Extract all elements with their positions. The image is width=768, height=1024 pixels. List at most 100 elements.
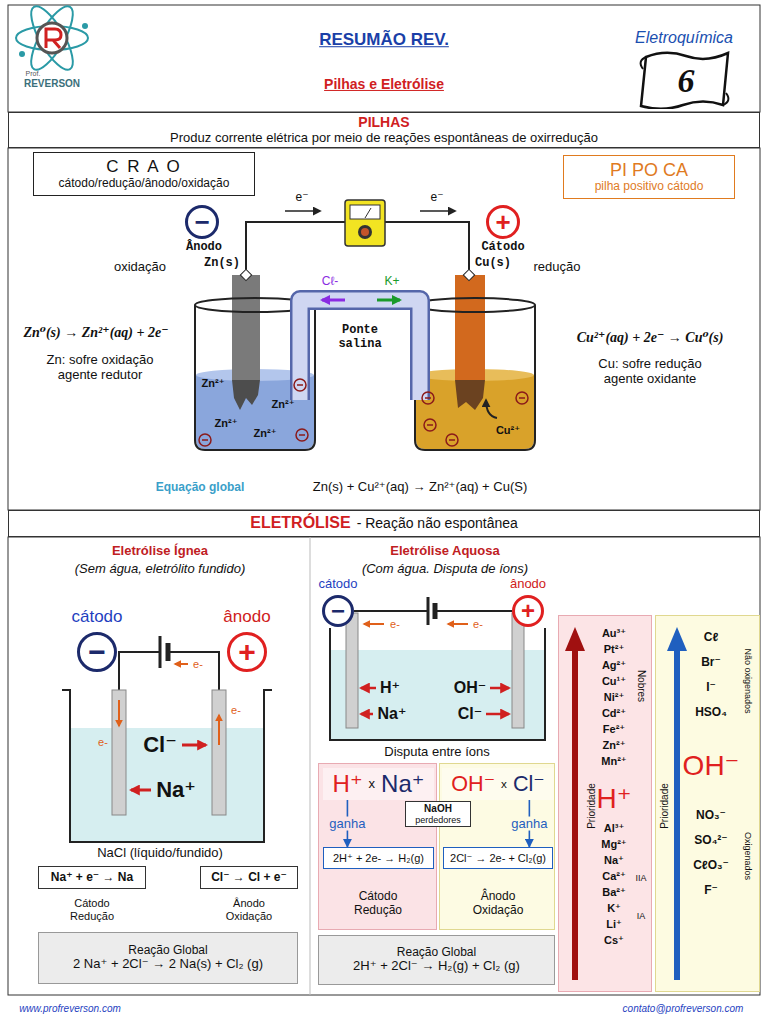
electrode-label: cátodo — [318, 577, 357, 592]
node-subtext: 6 — [678, 61, 695, 100]
cathode-pole: − — [77, 632, 117, 672]
node-subtext: Não oxigenados — [743, 648, 753, 713]
logo-mark — [82, 23, 88, 29]
section-frame — [8, 5, 760, 112]
node-subtext: Al³⁺ — [604, 822, 624, 835]
node-text: Reação Global — [128, 944, 207, 958]
note: Zn: sofre oxidação agente redutor — [30, 353, 170, 383]
node-text: Cátodo Redução — [348, 890, 408, 918]
note: Cu: sofre redução agente oxidante — [580, 357, 720, 387]
battery — [166, 643, 171, 661]
node-subtext: Cl⁻ — [513, 772, 545, 797]
ion-migration-arrow — [361, 713, 373, 716]
electrode-label: Cátodo — [481, 241, 524, 255]
ion-flow-label: Cℓ- — [322, 275, 339, 289]
electrode-caption: Cátodo Redução — [61, 897, 123, 922]
inert-electrode — [346, 613, 358, 728]
node-text: Reação Global — [397, 946, 476, 960]
node-text: OH⁻ — [451, 772, 495, 797]
logo-mark — [24, 1, 81, 75]
external-wire — [168, 652, 219, 690]
node-subtext: Cd²⁺ — [602, 707, 626, 720]
node-subtext: IA — [637, 911, 646, 921]
section-heading: Eletrólise Ígnea — [112, 544, 208, 559]
electron-arrow — [218, 715, 220, 745]
salt-bridge — [377, 299, 400, 302]
node-subtext: F⁻ — [704, 884, 718, 898]
node-subtext: K⁺ — [607, 902, 621, 915]
battery — [159, 636, 162, 668]
section-note: (Sem água, eletrólito fundido) — [75, 562, 246, 577]
electron-arrow — [118, 700, 120, 726]
panel-fill — [318, 763, 555, 930]
ion-migration-arrow — [182, 744, 206, 747]
section-note: Disputa entre íons — [384, 745, 490, 760]
beaker-liquid — [416, 375, 534, 449]
voltmeter — [345, 200, 385, 246]
electron-label: e- — [231, 704, 241, 717]
negative-charge — [516, 392, 528, 404]
node-subtext: Li⁺ — [606, 918, 622, 931]
logo-mark — [24, 1, 81, 75]
electrode-caption: Ânodo Oxidação — [218, 897, 280, 922]
node-subtext: pilha positivo cátodo — [595, 180, 704, 194]
negative-charge — [519, 397, 525, 399]
equation-caption: Equação global — [156, 481, 245, 495]
footer-link: contato@profreverson.com — [623, 1003, 744, 1015]
process-label: oxidação — [114, 260, 166, 275]
node-subtext: Nobres — [635, 670, 647, 702]
copper-electrode — [463, 269, 474, 280]
electron-label: e⁻ — [430, 191, 443, 205]
node-text: − — [331, 599, 345, 623]
global-reaction-box: Reação Global2H⁺ + 2Cl⁻ → H₂(g) + Cl₂ (g… — [318, 935, 555, 985]
node-text: + — [521, 599, 535, 623]
node-subtext: Ni²⁺ — [604, 691, 624, 704]
section-frame — [310, 537, 311, 995]
external-wire — [119, 652, 160, 690]
electrode-label: Cu(s) — [475, 257, 511, 271]
half-reaction-box: Na⁺ + e⁻ → Na — [38, 866, 146, 889]
voltmeter — [350, 205, 380, 219]
ion-label: H⁺ — [380, 679, 400, 697]
cathode-panel: Cátodo Redução H⁺xNa⁺ 2H⁺ + 2e- → H₂(g) — [318, 763, 437, 930]
electron-label: e⁻ — [295, 191, 308, 205]
negative-charge — [446, 434, 458, 446]
salt-bridge — [300, 300, 420, 400]
node-text: Eletroquímica — [635, 29, 733, 47]
node-subtext: Mg²⁺ — [601, 838, 626, 851]
panel-fill — [318, 763, 437, 930]
logo-name: REVERSON — [24, 78, 80, 90]
electron-arrow — [175, 663, 188, 665]
molten-salt — [71, 728, 263, 841]
zinc-electrode — [232, 380, 260, 410]
priority-arrow — [674, 649, 680, 980]
mnemonic-box: C R A Ocátodo/redução/ânodo/oxidação — [33, 152, 255, 196]
salt-bridge — [300, 300, 420, 400]
node-text: − — [194, 209, 209, 235]
half-reaction-box: Cl⁻ → Cl + e⁻ — [200, 866, 298, 889]
node-subtext: cátodo/redução/ânodo/oxidação — [59, 177, 230, 191]
negative-charge — [299, 434, 305, 436]
anode-pole: + — [227, 632, 267, 672]
half-reaction-box: 2H⁺ + 2e- → H₂(g) — [323, 847, 434, 869]
beaker-wall — [62, 690, 272, 842]
node-subtext: - Reação não espontânea — [357, 515, 518, 531]
node-text: C R A O — [106, 157, 181, 177]
node-text: Cℓ — [704, 631, 719, 645]
battery — [428, 597, 435, 625]
anode-pole: + — [512, 595, 544, 627]
electron-label: e- — [390, 618, 400, 631]
negative-charge — [199, 434, 211, 446]
node-subtext: Na⁺ — [604, 854, 624, 867]
inert-electrode — [512, 613, 524, 728]
ribbon-curl — [641, 57, 729, 105]
node-text: Au³⁺ — [602, 627, 626, 640]
half-equation: Zn⁰(s) → Zn²⁺(aq) + 2e⁻ — [23, 325, 168, 341]
beaker-liquid — [196, 369, 534, 449]
ion-dispute: H⁺xNa⁺ — [323, 768, 434, 800]
anion-priority-panel: CℓBr⁻I⁻HSO₄OH⁻NO₃⁻SO₄²⁻CℓO₃⁻F⁻Não oxigen… — [655, 615, 760, 992]
priority-arrow-head — [565, 627, 585, 651]
node-text: Na⁺ + e⁻ → Na — [51, 871, 133, 885]
node-subtext: SO₄²⁻ — [694, 834, 727, 848]
